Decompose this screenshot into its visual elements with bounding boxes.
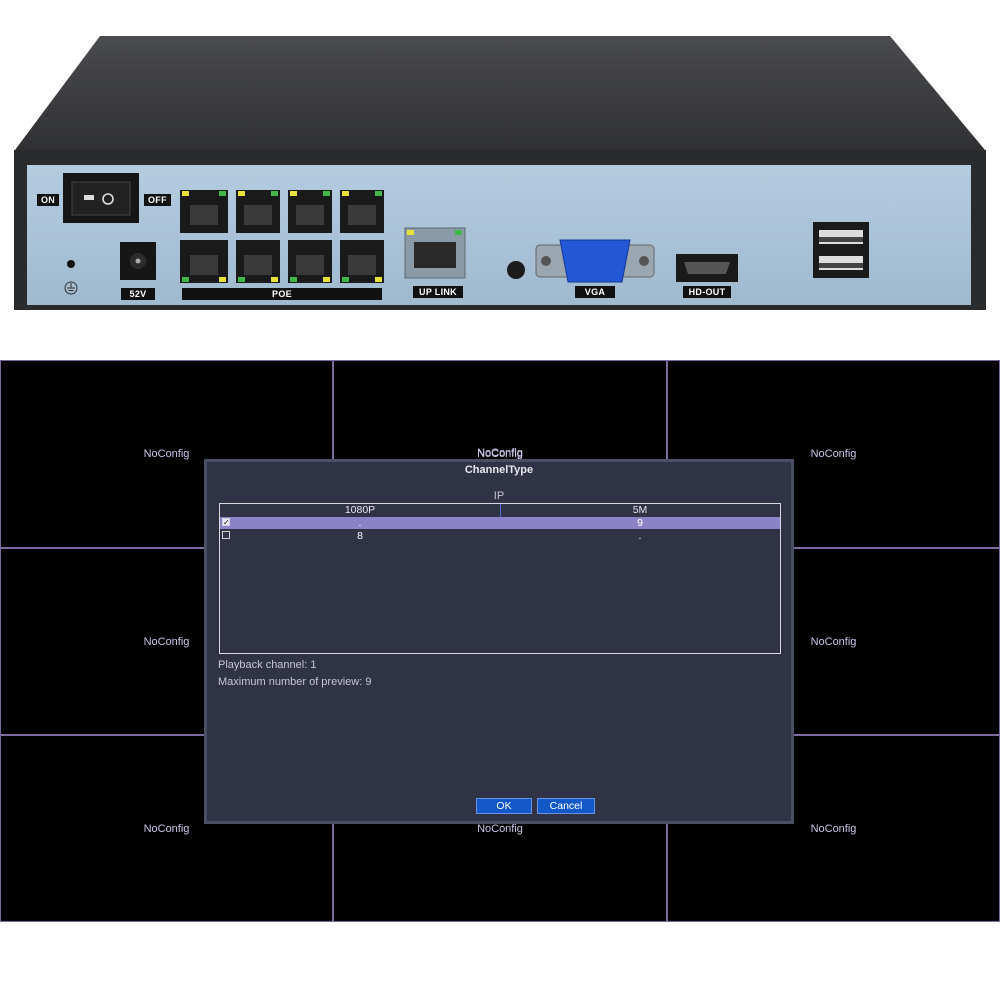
on-label: ON [37, 194, 60, 206]
device-top-cover [15, 36, 985, 150]
checkbox-checked[interactable]: ✓ [222, 518, 230, 527]
noconfig-label: NoConfig [810, 448, 857, 460]
dialog-title: ChannelType [464, 464, 534, 476]
channel-type-list[interactable]: 1080P 5M ✓ . 9 8 . [219, 503, 781, 654]
uplink-label: UP LINK [413, 286, 463, 298]
usb-ports-icon [813, 222, 869, 278]
ground-icon [64, 281, 78, 295]
noconfig-label: NoConfig [810, 636, 857, 648]
noconfig-label: NoConfig [477, 823, 523, 835]
noconfig-label: NoConfig [143, 636, 190, 648]
column-divider [500, 504, 501, 517]
checkbox-unchecked[interactable] [222, 531, 230, 539]
power-label: 52V [121, 288, 155, 300]
row-value-1080p: 8 [357, 530, 363, 542]
ip-group-label: IP [493, 490, 505, 502]
list-header: 1080P 5M [220, 504, 780, 518]
poe-label: POE [182, 288, 382, 300]
column-header-1080p: 1080P [344, 504, 376, 516]
column-header-5m: 5M [632, 504, 648, 516]
camera-cell[interactable]: NoConfig [0, 360, 333, 548]
row-value-1080p: . [358, 517, 362, 529]
hdmi-port-icon [676, 254, 738, 282]
vga-port-icon [535, 239, 655, 283]
noconfig-label: NoConfig [143, 448, 190, 460]
row-value-5m: . [638, 530, 642, 542]
nvr-device-illustration [14, 36, 986, 310]
playback-channel-text: Playback channel: 1 [218, 659, 317, 671]
ok-button[interactable]: OK [476, 798, 532, 814]
poe-led-icons [182, 191, 382, 282]
channel-type-dialog: ChannelType IP 1080P 5M ✓ . 9 8 . Playba… [204, 459, 794, 824]
max-preview-text: Maximum number of preview: 9 [218, 676, 372, 688]
noconfig-label: NoConfig [477, 447, 523, 459]
reset-hole-icon [67, 260, 75, 268]
row-value-5m: 9 [637, 517, 643, 529]
round-button-icon [507, 261, 525, 279]
list-row[interactable]: ✓ . 9 [220, 517, 780, 529]
nvr-device-image: ON OFF 52V POE UP LINK VGA HD-OUT [0, 0, 1000, 340]
hdout-label: HD-OUT [683, 286, 731, 298]
noconfig-label: NoConfig [477, 448, 523, 460]
list-row[interactable]: 8 . [220, 530, 780, 542]
noconfig-label: NoConfig [810, 823, 857, 835]
noconfig-label: NoConfig [143, 823, 190, 835]
vga-label: VGA [575, 286, 615, 298]
cancel-button[interactable]: Cancel [537, 798, 595, 814]
camera-cell[interactable]: NoConfig [0, 735, 333, 922]
off-label: OFF [144, 194, 171, 206]
